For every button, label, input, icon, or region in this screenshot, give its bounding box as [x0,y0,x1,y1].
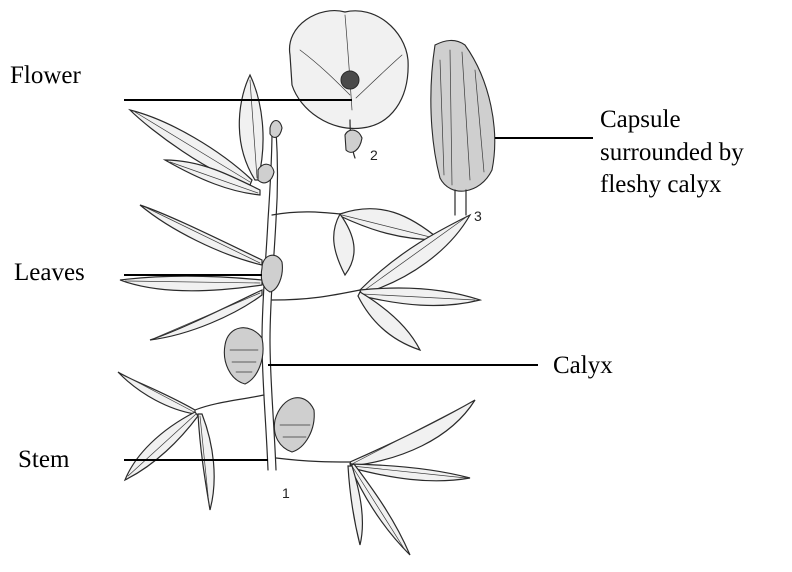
label-calyx: Calyx [553,350,613,383]
calyx-bud-low [274,398,314,452]
leaf-group-lower-right [348,400,475,555]
detail-capsule [431,40,495,215]
label-flower: Flower [10,60,81,93]
leaf-group-left [120,205,262,340]
calyx-bud-upper [261,255,282,292]
label-capsule: Capsule surrounded by fleshy calyx [600,104,744,202]
calyx-bud-mid [224,328,263,384]
branch-lower-left [195,395,264,410]
leaf-group-top [130,75,263,195]
figure-number-2: 2 [370,147,378,163]
branch-mid-right [272,290,360,300]
leaf-group-lower-left [118,372,214,510]
branch-lower-right [276,458,350,462]
figure-number-3: 3 [474,208,482,224]
detail-flower [290,11,409,158]
figure-number-1: 1 [282,485,290,501]
label-leaves: Leaves [14,257,85,290]
label-stem: Stem [18,444,69,477]
branch-upper-right [272,212,340,215]
